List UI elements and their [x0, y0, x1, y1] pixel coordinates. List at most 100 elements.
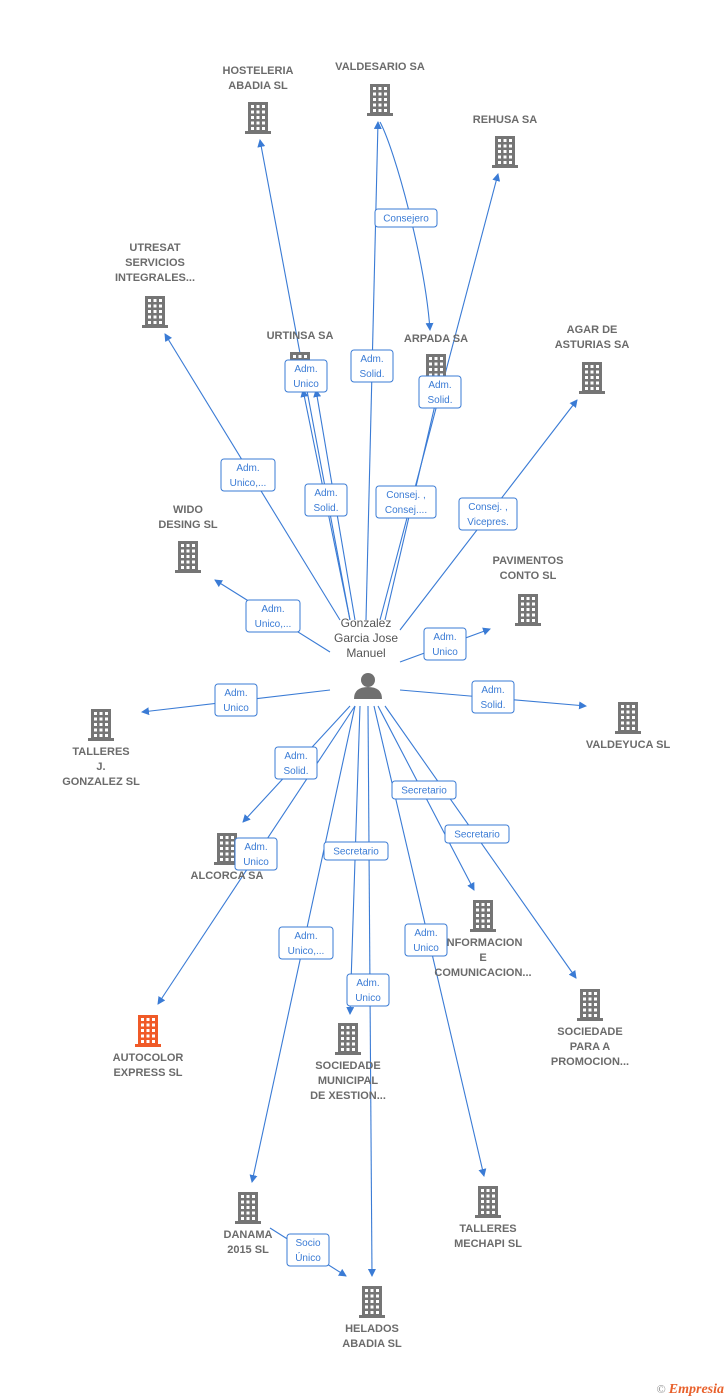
company-label-line: DANAMA	[224, 1229, 273, 1241]
building-icon	[577, 989, 603, 1021]
edge-role-text: Solid.	[313, 503, 338, 514]
company-label-line: INTEGRALES...	[115, 272, 195, 284]
edge-role-text: Adm.	[414, 928, 437, 939]
edge-role-label-e2[interactable]: Adm. Unico	[284, 359, 328, 393]
edge-role-label-e3[interactable]: Adm. Solid.	[350, 349, 394, 383]
edge-role-text: Adm.	[294, 931, 317, 942]
edge-role-text: Solid.	[480, 700, 505, 711]
edge-role-label-e18[interactable]: Adm. Unico,...	[278, 926, 334, 960]
company-label-line: DESING SL	[158, 519, 218, 531]
company-label-line: GONZALEZ SL	[62, 776, 140, 788]
edge-role-text: Unico,...	[288, 946, 325, 957]
edge-role-text: Adm.	[294, 364, 317, 375]
building-icon	[475, 1186, 501, 1218]
person-icon	[354, 673, 382, 699]
edge-role-label-e10[interactable]: Adm.Unico	[423, 627, 467, 661]
footer-credit[interactable]: © Empresia	[657, 1382, 724, 1398]
edge-role-text: Adm.	[433, 632, 456, 643]
edge-role-text: Adm.	[284, 751, 307, 762]
edge-role-label-e15[interactable]: Adm. Unico	[234, 837, 278, 871]
edge-role-label-e6[interactable]: Adm.Solid.	[304, 483, 348, 517]
building-icon	[142, 296, 168, 328]
edge-role-label-e4[interactable]: Adm. Solid.	[418, 375, 462, 409]
company-node-pavimentos[interactable]: PAVIMENTOS CONTO SL	[493, 555, 564, 626]
company-node-talleresm[interactable]: TALLERES MECHAPI SL	[454, 1186, 522, 1250]
company-label-line: CONTO SL	[500, 570, 557, 582]
company-label-line: SOCIEDADE	[315, 1060, 380, 1072]
edge-role-label-e20[interactable]: Adm. Unico	[346, 973, 390, 1007]
building-icon	[88, 709, 114, 741]
company-label-line: MUNICIPAL	[318, 1075, 379, 1087]
building-icon	[359, 1286, 385, 1318]
company-label-line: PARA A	[570, 1041, 611, 1053]
edge-role-label-e19[interactable]: Adm.Unico	[404, 923, 448, 957]
building-icon	[135, 1015, 161, 1047]
company-node-sociedadepara[interactable]: SOCIEDADE PARA A PROMOCION...	[551, 989, 629, 1068]
company-label-line: HELADOS	[345, 1323, 399, 1335]
edge-role-text: Unico	[355, 993, 381, 1004]
building-icon	[245, 102, 271, 134]
edge-role-label-e8[interactable]: Consej. ,Vicepres.	[458, 497, 518, 531]
company-label-line: SOCIEDADE	[557, 1026, 622, 1038]
edge-role-label-e9[interactable]: Adm.Unico,...	[245, 599, 301, 633]
building-icon	[175, 541, 201, 573]
edge-role-text: Unico	[243, 857, 269, 868]
edge-role-text: Adm.	[244, 842, 267, 853]
edge-role-label-e1[interactable]: Consejero	[374, 208, 438, 228]
edge-role-label-e17[interactable]: Secretario	[444, 824, 510, 844]
edge-role-label-e16[interactable]: Secretario	[323, 841, 389, 861]
company-node-alcorca[interactable]: ALCORCA SA	[191, 833, 264, 882]
building-icon	[214, 833, 240, 865]
edge-role-label-e14[interactable]: Secretario	[391, 780, 457, 800]
edge-role-text: Secretario	[454, 830, 500, 841]
edge-role-text: Secretario	[401, 786, 447, 797]
person-name-line: Garcia Jose	[334, 631, 398, 645]
company-label-line: PAVIMENTOS	[493, 555, 564, 567]
edge-labels-layer: ConsejeroAdm.UnicoAdm.Solid.Adm.Solid.Ad…	[214, 208, 518, 1267]
edge-role-label-e5[interactable]: Adm.Unico,...	[220, 458, 276, 492]
company-label-line: DE XESTION...	[310, 1090, 386, 1102]
company-label-line: TALLERES	[459, 1223, 516, 1235]
edge-role-text: Solid.	[427, 395, 452, 406]
company-node-valdesario[interactable]: VALDESARIO SA	[335, 61, 425, 116]
edge-role-text: Adm.	[360, 354, 383, 365]
edge-role-text: Adm.	[356, 978, 379, 989]
edge-role-label-e7[interactable]: Consej. ,Consej....	[375, 485, 437, 519]
company-label-line: TALLERES	[72, 746, 129, 758]
edge-role-text: Vicepres.	[467, 517, 509, 528]
building-icon	[235, 1192, 261, 1224]
edge-role-text: Solid.	[283, 766, 308, 777]
company-label-line: E	[479, 952, 486, 964]
company-node-informacion[interactable]: INFORMACIONECOMUNICACION...	[434, 900, 532, 979]
company-label-line: 2015 SL	[227, 1244, 269, 1256]
company-label-line: PROMOCION...	[551, 1056, 629, 1068]
company-label-line: ABADIA SL	[228, 80, 288, 92]
edge-role-text: Consej. ,	[386, 490, 425, 501]
edge-role-label-e11[interactable]: Adm.Unico	[214, 683, 258, 717]
edge-role-text: Adm.	[428, 380, 451, 391]
company-node-valdeyuca[interactable]: VALDEYUCA SL	[586, 702, 671, 751]
company-node-rehusa[interactable]: REHUSA SA	[473, 114, 537, 168]
company-label-line: MECHAPI SL	[454, 1238, 522, 1250]
brand-logo: Empresia	[668, 1382, 724, 1397]
edge-role-text: Único	[295, 1251, 321, 1264]
edge-role-text: Unico	[293, 379, 319, 390]
company-label-line: ARPADA SA	[404, 333, 468, 345]
company-node-sociedademunicipal[interactable]: SOCIEDADE MUNICIPAL DE XESTION...	[310, 1023, 386, 1102]
edge-role-label-e12[interactable]: Adm.Solid.	[471, 680, 515, 714]
company-label-line: REHUSA SA	[473, 114, 537, 126]
edge-role-text: Solid.	[359, 369, 384, 380]
edge-role-text: Secretario	[333, 847, 379, 858]
edge-role-label-e13[interactable]: Adm. Solid.	[274, 746, 318, 780]
company-node-utresat[interactable]: UTRESATSERVICIOSINTEGRALES...	[115, 242, 195, 328]
company-node-danama[interactable]: DANAMA 2015 SL	[224, 1192, 273, 1256]
